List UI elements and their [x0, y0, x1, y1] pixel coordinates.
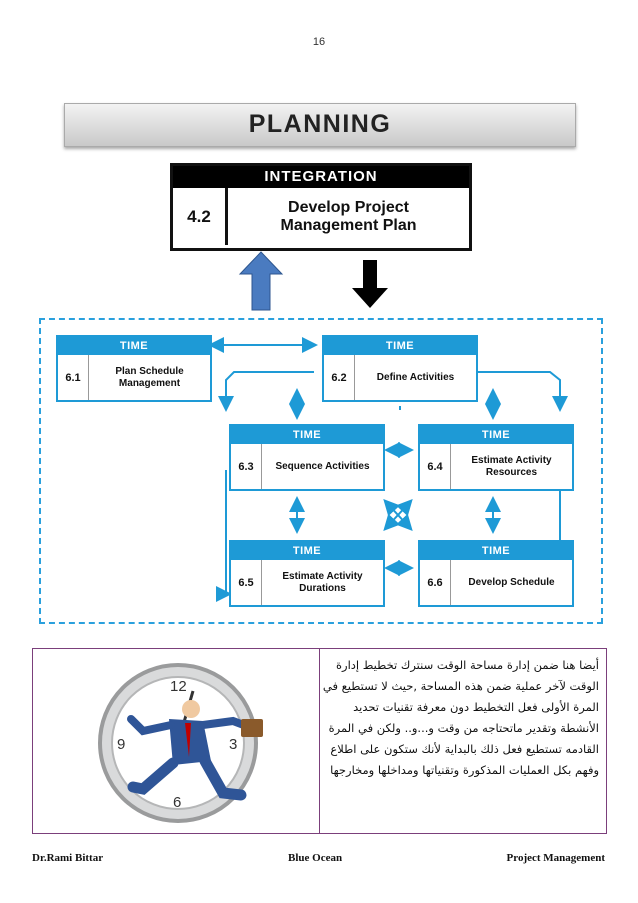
- note-table: 12 3 6 9 أيضا هنا ضمن إدارة مساحة الوقت …: [32, 648, 607, 834]
- integration-box: INTEGRATION 4.2 Develop Project Manageme…: [170, 163, 472, 251]
- footer-author: Dr.Rami Bittar: [32, 852, 104, 864]
- arabic-line: الأنشطة وتقدير ماتحتاجه من وقت و...و.. و…: [328, 721, 599, 735]
- process-name: Develop Schedule: [468, 576, 555, 588]
- process-number: 6.2: [324, 355, 355, 400]
- down-arrow-icon: [352, 260, 388, 308]
- planning-banner: PLANNING: [64, 103, 576, 147]
- process-6-6: TIME 6.6 Develop Schedule: [418, 540, 574, 607]
- time-processes-frame: [39, 318, 603, 624]
- process-number: 6.1: [58, 355, 89, 400]
- process-band: TIME: [324, 337, 476, 355]
- clock-number-12: 12: [170, 678, 187, 695]
- arabic-line: القادمه تستطيع فعل ذلك بالبداية لأنك ستك…: [330, 742, 599, 756]
- up-arrow-icon: [238, 251, 284, 311]
- process-number: 6.5: [231, 560, 262, 605]
- planning-title: PLANNING: [248, 110, 392, 138]
- page-number: 16: [312, 36, 326, 48]
- process-band: TIME: [231, 542, 383, 560]
- integration-header: INTEGRATION: [173, 166, 469, 188]
- clock-number-6: 6: [173, 794, 181, 811]
- process-6-5: TIME 6.5 Estimate Activity Durations: [229, 540, 385, 607]
- process-number: 6.6: [420, 560, 451, 605]
- arabic-line: المرة الأولى فعل التخطيط دون معرفة تقنيا…: [353, 700, 599, 714]
- clock-number-9: 9: [117, 736, 125, 753]
- process-number: 6.3: [231, 444, 262, 489]
- arabic-note: أيضا هنا ضمن إدارة مساحة الوقت سنترك تخط…: [322, 655, 599, 781]
- clock-running-man-illustration: 12 3 6 9: [98, 663, 263, 823]
- process-6-1: TIME 6.1 Plan Schedule Management: [56, 335, 212, 402]
- process-number: 6.4: [420, 444, 451, 489]
- process-6-3: TIME 6.3 Sequence Activities: [229, 424, 385, 491]
- integration-number: 4.2: [173, 188, 228, 245]
- footer: Dr.Rami Bittar Blue Ocean Project Manage…: [32, 852, 605, 868]
- footer-subject: Project Management: [506, 852, 605, 864]
- process-band: TIME: [58, 337, 210, 355]
- process-name: Plan Schedule Management: [115, 365, 184, 389]
- process-band: TIME: [420, 426, 572, 444]
- integration-name: Develop Project Management Plan: [280, 198, 417, 234]
- process-6-4: TIME 6.4 Estimate Activity Resources: [418, 424, 574, 491]
- process-band: TIME: [231, 426, 383, 444]
- arabic-line: الوقت لآخر عملية ضمن هذه المساحة ,حيث لا…: [322, 679, 599, 693]
- arabic-line: أيضا هنا ضمن إدارة مساحة الوقت سنترك تخط…: [336, 658, 599, 672]
- process-band: TIME: [420, 542, 572, 560]
- process-6-2: TIME 6.2 Define Activities: [322, 335, 478, 402]
- process-name: Estimate Activity Durations: [282, 570, 363, 594]
- clock-number-3: 3: [229, 736, 237, 753]
- process-name: Define Activities: [376, 371, 455, 383]
- arabic-line: وفهم بكل العمليات المذكورة وتقنياتها ومد…: [330, 763, 599, 777]
- process-name: Sequence Activities: [275, 460, 370, 472]
- process-name: Estimate Activity Resources: [471, 454, 552, 478]
- footer-center: Blue Ocean: [288, 852, 343, 864]
